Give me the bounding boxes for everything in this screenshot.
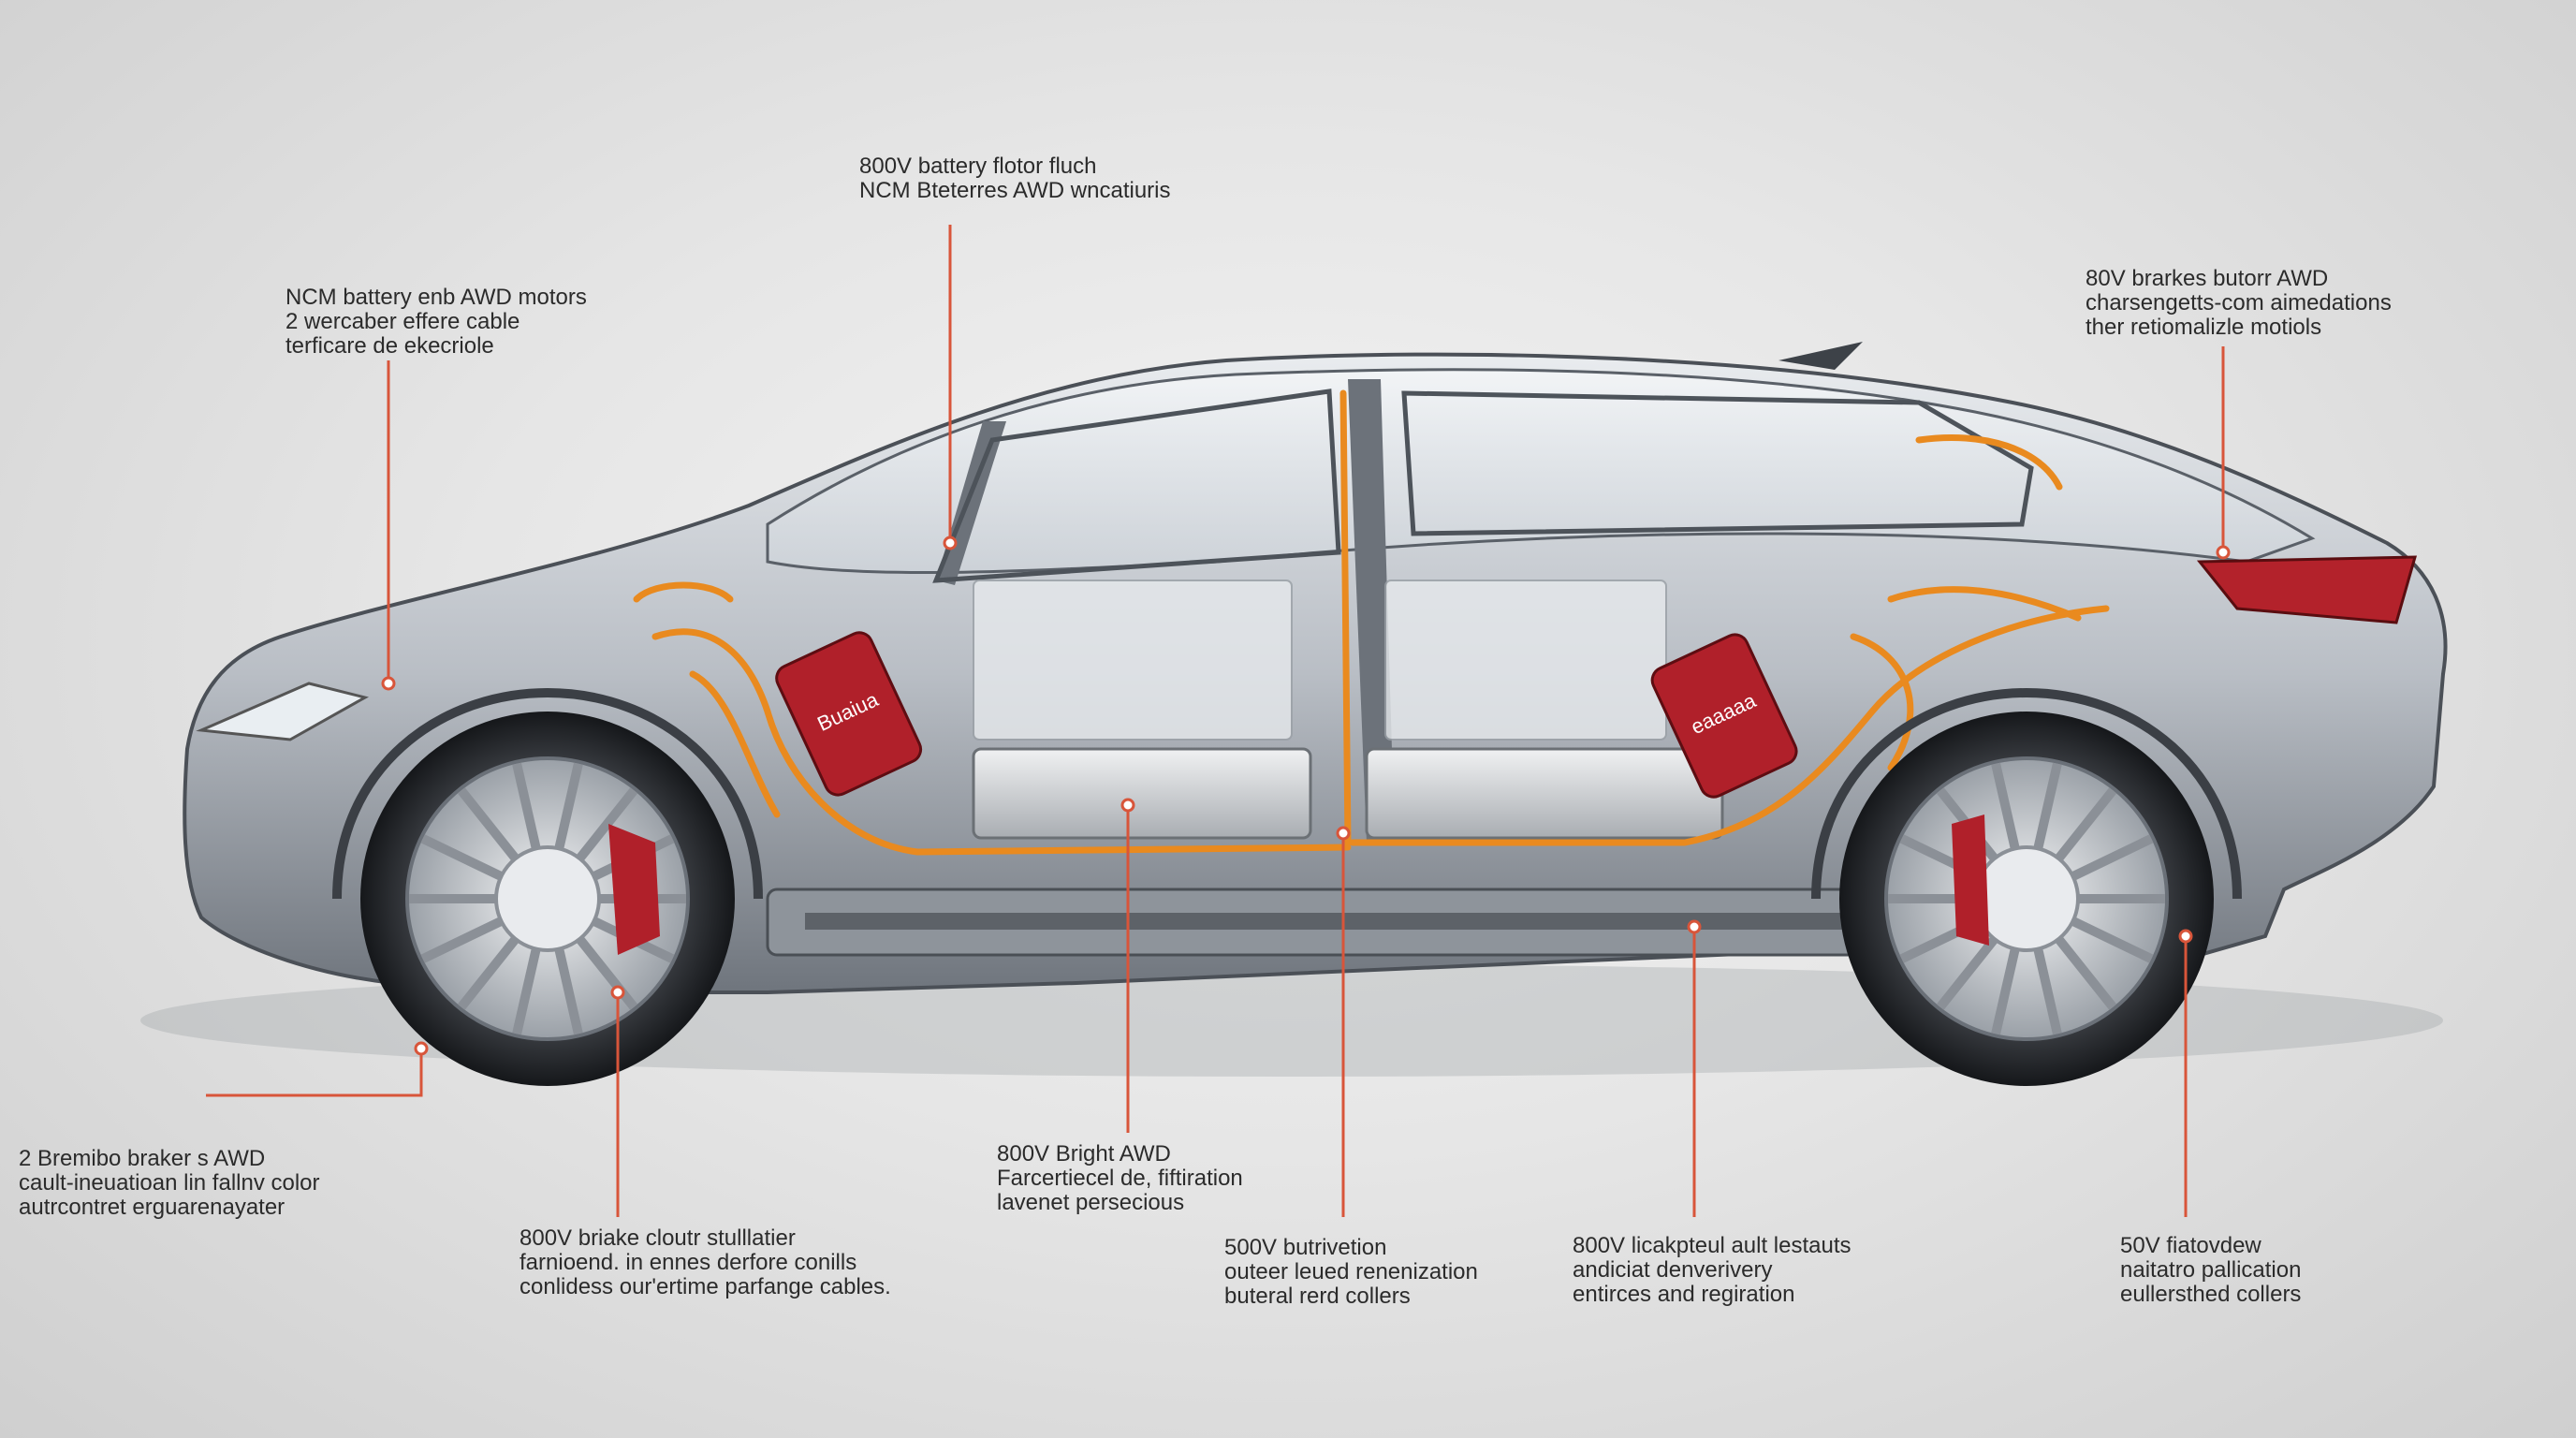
callout-bottom-right-center-line2: andiciat denverivery bbox=[1573, 1257, 1773, 1283]
wheel-spoke bbox=[2071, 834, 2154, 881]
callout-bottom-right: 50V fiatovdew naitatro pallication eulle… bbox=[2120, 1234, 2301, 1307]
wheel-spoke bbox=[1991, 762, 2020, 850]
callout-top-right-line1: 80V brarkes butorr AWD bbox=[2086, 266, 2329, 291]
wheel-spoke bbox=[457, 935, 520, 1010]
callout-bottom-right-line2: naitatro pallication bbox=[2120, 1257, 2302, 1283]
roof-spoiler bbox=[1778, 342, 1863, 370]
callout-top-right-line2: charsengetts-com aimedations bbox=[2086, 290, 2392, 315]
wheel-spoke bbox=[2055, 787, 2117, 862]
floor-rail bbox=[805, 913, 1853, 930]
callout-bottom-center: 800V Bright AWD Farcertiecel de, fiftira… bbox=[997, 1142, 1243, 1215]
leader-lines bbox=[206, 225, 2231, 1217]
wheel-spoke bbox=[420, 917, 504, 963]
callout-bottom-left-line3: autrcontret erguarenayater bbox=[19, 1195, 285, 1220]
wheel-spoke bbox=[554, 762, 583, 850]
callout-top-left: NCM battery enb AWD motors 2 wercaber ef… bbox=[285, 286, 587, 359]
wheel-spoke bbox=[2055, 935, 2117, 1010]
callout-top-right-line3: ther retiomalizle motiols bbox=[2086, 315, 2322, 340]
wheel-spoke bbox=[576, 787, 638, 862]
callout-bottom-center-line1: 800V Bright AWD bbox=[997, 1141, 1171, 1167]
callout-bottom-right-line1: 50V fiatovdew bbox=[2120, 1233, 2261, 1258]
callout-bottom-left-center-line2: farnioend. in ennes derfore conills bbox=[520, 1250, 857, 1275]
rear-wheel-arch bbox=[1811, 687, 2242, 900]
seat-cabin-block-front bbox=[973, 580, 1293, 741]
wheel-spoke bbox=[457, 787, 520, 862]
wheel-spoke bbox=[512, 947, 541, 1035]
callout-bottom-center-line2: Farcertiecel de, fiftiration bbox=[997, 1166, 1243, 1191]
wheel-spoke bbox=[1936, 935, 1998, 1010]
callout-bottom-center-right-line3: buteral rerd collers bbox=[1224, 1284, 1411, 1309]
front-drive-unit: Buaiua bbox=[775, 631, 923, 797]
battery-pack-rear bbox=[1365, 747, 1724, 840]
callout-bottom-left-center-line3: conlidess our'ertime parfange cables. bbox=[520, 1274, 891, 1299]
callout-bottom-right-center: 800V licakpteul ault lestauts andiciat d… bbox=[1573, 1234, 1852, 1307]
callout-bottom-left-center-line1: 800V briake cloutr stulllatier bbox=[520, 1225, 796, 1251]
callout-bottom-center-right: 500V butrivetion outeer leued renenizati… bbox=[1224, 1236, 1478, 1309]
front-window-frame bbox=[932, 389, 1341, 583]
callout-bottom-right-center-line1: 800V licakpteul ault lestauts bbox=[1573, 1233, 1852, 1258]
hv-cables bbox=[633, 389, 2110, 856]
tail-light bbox=[2196, 555, 2418, 624]
callout-bottom-center-right-line1: 500V butrivetion bbox=[1224, 1235, 1387, 1260]
wheel-spoke bbox=[420, 834, 504, 881]
callout-bottom-left-line2: cault-ineuatioan lin fallnv color bbox=[19, 1170, 320, 1196]
wheel-spoke bbox=[512, 762, 541, 850]
wheel-spoke bbox=[2033, 762, 2062, 850]
callout-top-center: 800V battery flotor fluch NCM Bteterres … bbox=[859, 154, 1171, 203]
rear-drive-unit: eaaaaa bbox=[1650, 633, 1798, 799]
callout-bottom-left-line1: 2 Bremibo braker s AWD bbox=[19, 1146, 266, 1171]
callout-bottom-left-center: 800V briake cloutr stulllatier farnioend… bbox=[520, 1226, 891, 1299]
callout-top-left-line3: terficare de ekecriole bbox=[285, 333, 494, 359]
front-brake-caliper bbox=[608, 824, 660, 955]
wheel-spoke bbox=[2071, 917, 2154, 963]
seat-cabin-block-rear bbox=[1384, 580, 1667, 741]
rear-brake-caliper bbox=[1952, 814, 1989, 946]
callout-top-left-line2: 2 wercaber effere cable bbox=[285, 309, 520, 334]
callout-bottom-center-line3: lavenet persecious bbox=[997, 1190, 1185, 1215]
b-pillar bbox=[1348, 379, 1395, 843]
callout-top-right: 80V brarkes butorr AWD charsengetts-com … bbox=[2086, 267, 2392, 340]
callout-top-center-line1: 800V battery flotor fluch bbox=[859, 154, 1097, 179]
rear-wheel bbox=[1839, 712, 2214, 1086]
callout-top-center-line2: NCM Bteterres AWD wncatiuris bbox=[859, 178, 1171, 203]
wheel-spoke bbox=[576, 935, 638, 1010]
headlight bbox=[196, 682, 370, 741]
callout-bottom-left: 2 Bremibo braker s AWD cault-ineuatioan … bbox=[19, 1147, 320, 1220]
rear-window-frame bbox=[1401, 390, 2034, 536]
battery-pack-front bbox=[972, 747, 1312, 840]
callout-bottom-center-right-line2: outeer leued renenization bbox=[1224, 1259, 1478, 1284]
callout-bottom-right-center-line3: entirces and regiration bbox=[1573, 1282, 1795, 1307]
front-wheel bbox=[360, 712, 735, 1086]
callout-top-left-line1: NCM battery enb AWD motors bbox=[285, 285, 587, 310]
callout-bottom-right-line3: eullersthed collers bbox=[2120, 1282, 2302, 1307]
wheel-spoke bbox=[1991, 947, 2020, 1035]
wheel-spoke bbox=[2033, 947, 2062, 1035]
wheel-spoke bbox=[554, 947, 583, 1035]
front-wheel-arch bbox=[332, 687, 763, 900]
